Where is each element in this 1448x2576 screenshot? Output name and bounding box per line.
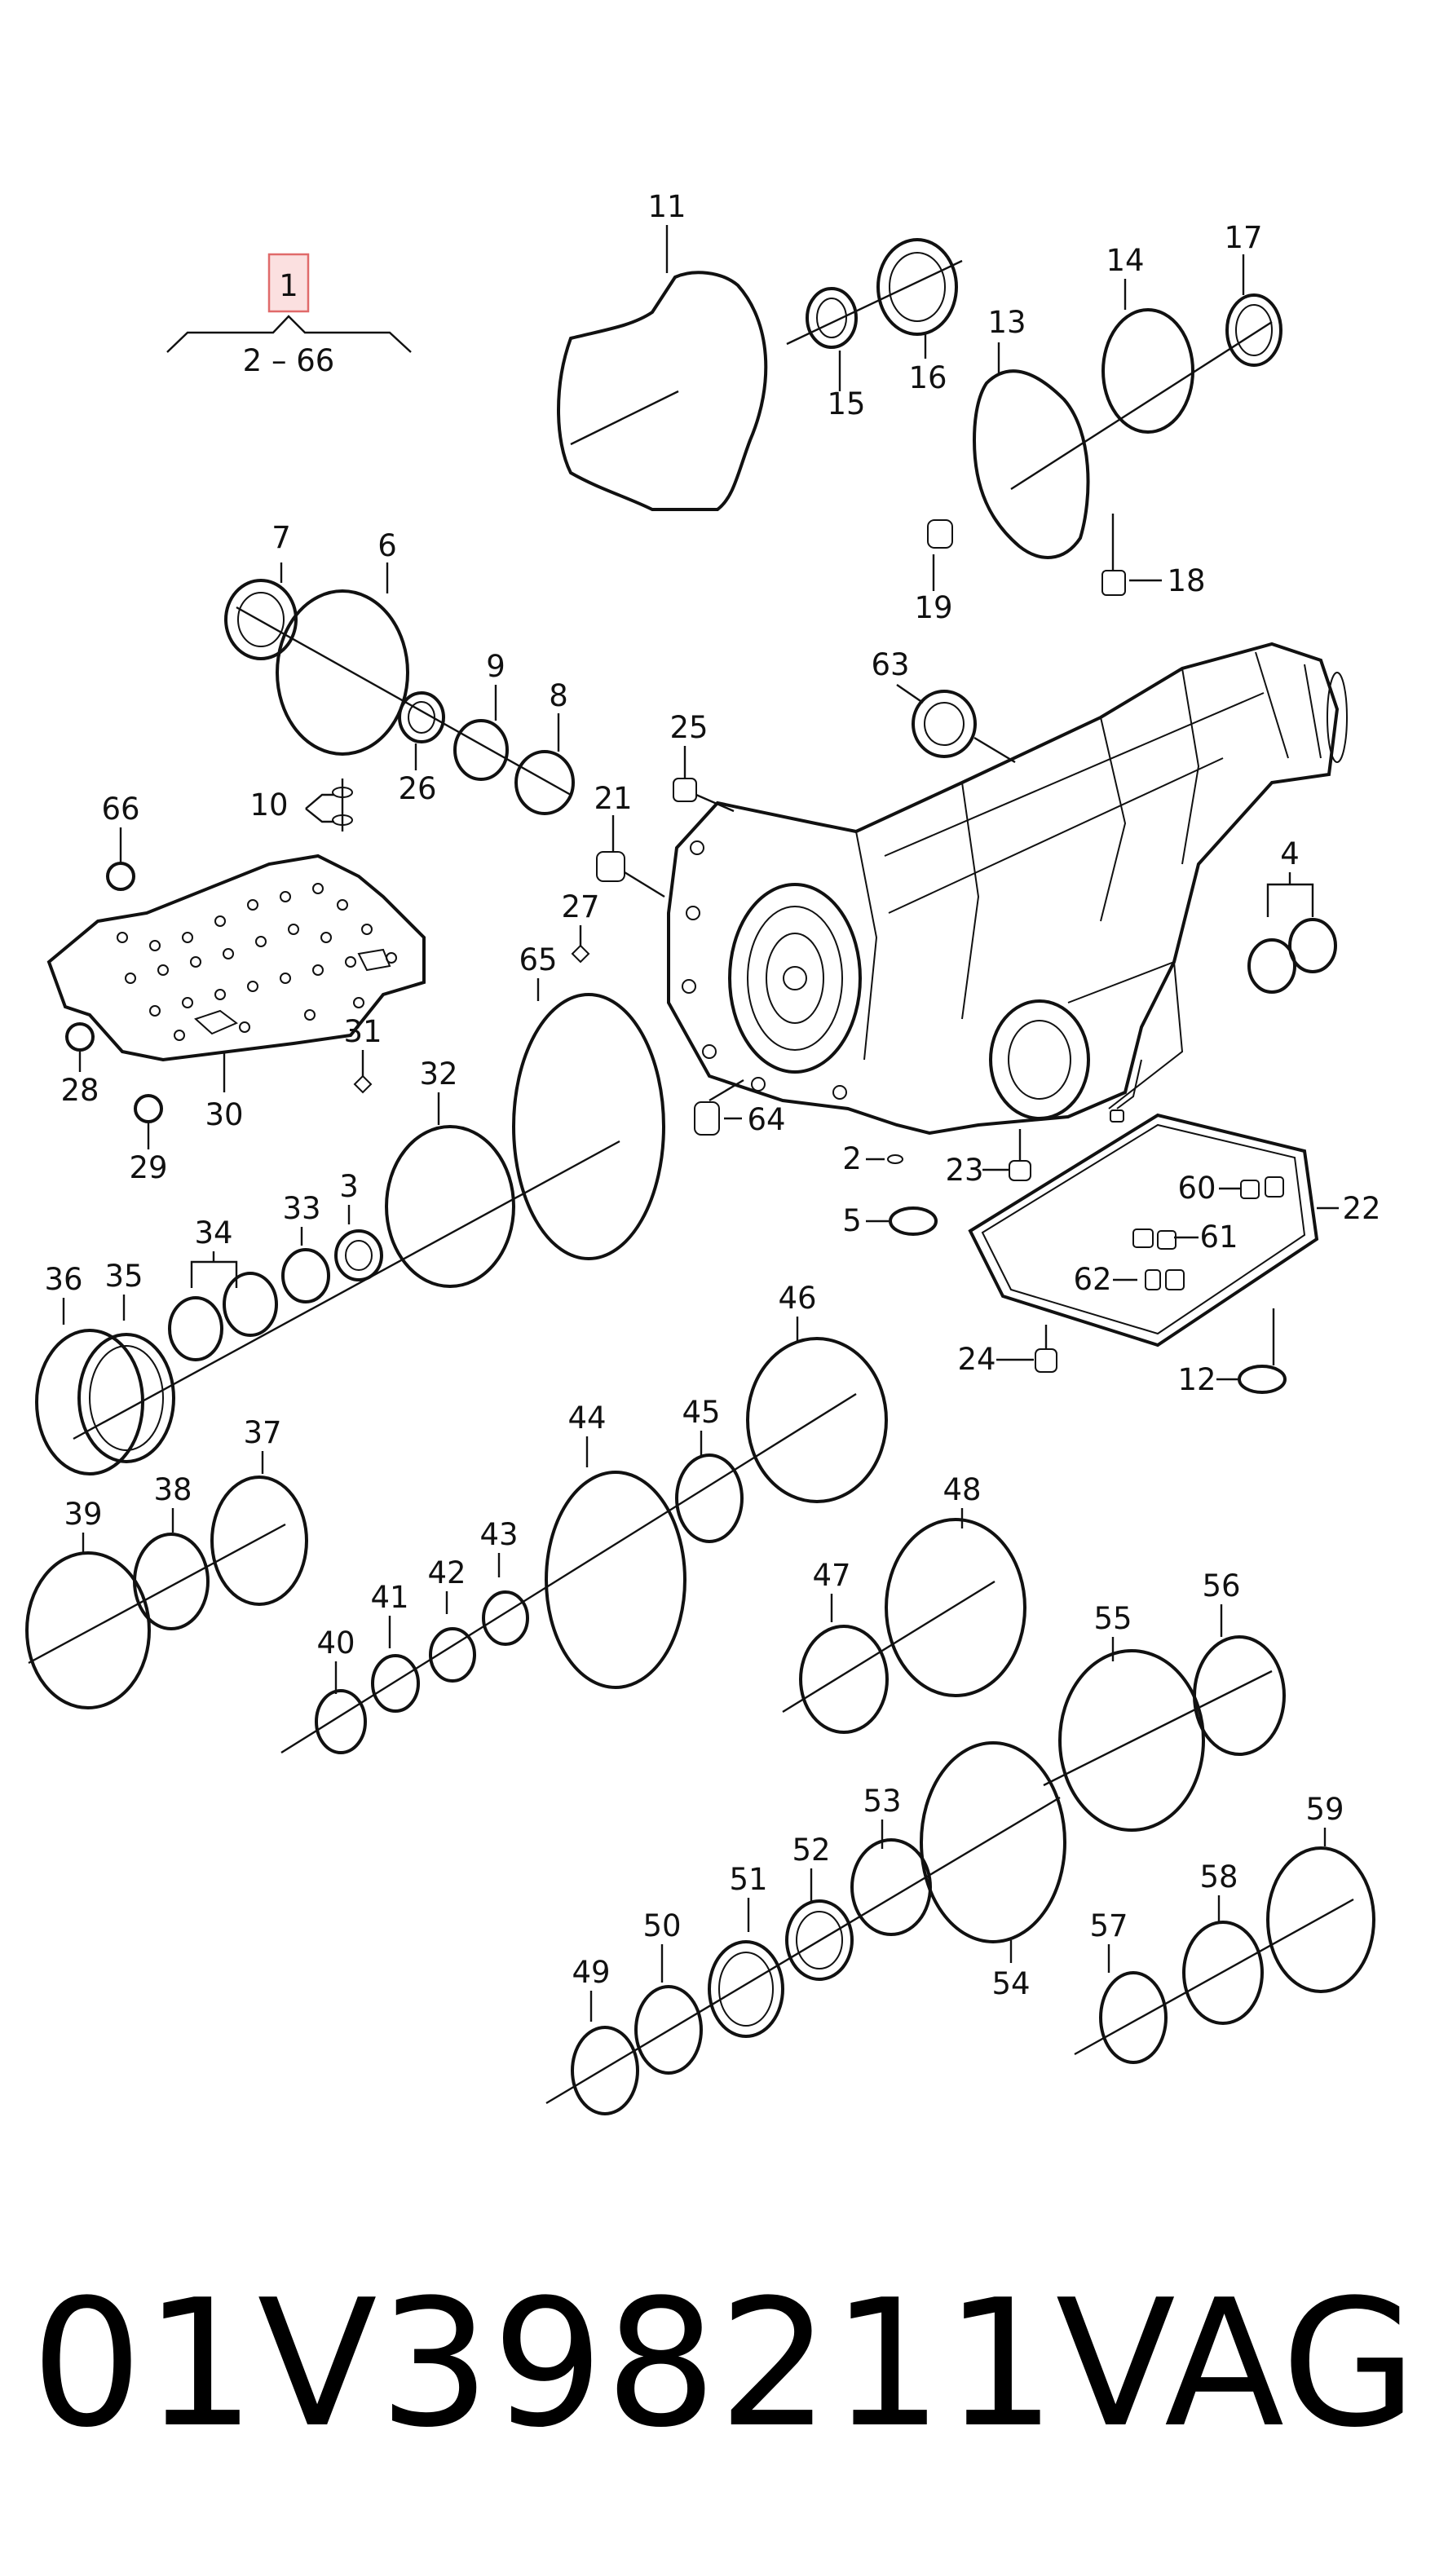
callout-33: 33 [282,1191,320,1226]
callout-52: 52 [792,1833,830,1868]
callout-59: 59 [1305,1792,1344,1827]
callout-6: 6 [377,528,397,563]
callout-29: 29 [129,1150,167,1185]
seal-63: 63 [871,647,1016,764]
callout-46: 46 [778,1281,816,1316]
footer: 01V398211 VAG [0,2266,1448,2462]
callout-28: 28 [60,1073,99,1108]
parts-2-5-23: 2 5 23 [842,1129,1031,1238]
gasket-11: 11 [557,189,768,511]
part-64: 64 [694,1078,786,1137]
callout-7: 7 [272,520,291,555]
callout-5: 5 [842,1203,862,1238]
seal-group-upper-left: 7 6 26 9 8 [224,520,575,815]
callout-42: 42 [427,1555,466,1590]
callout-11: 11 [647,189,686,224]
callout-50: 50 [642,1908,681,1943]
callout-13: 13 [987,305,1026,340]
oil-pan-gasket-22: 22 60 61 62 24 12 [957,1113,1381,1397]
callout-37: 37 [243,1415,281,1450]
callout-65: 65 [519,942,557,977]
plugs-25-21: 25 21 [594,710,735,898]
ring-row-47-48: 48 47 [782,1472,1026,1734]
ring-row-55-56: 55 56 [1043,1568,1286,1832]
exploded-parts-diagram: 1 2 – 66 11 15 16 13 14 17 19 [25,189,1381,2115]
ring-row-49-54: 53 52 51 50 49 54 [545,1741,1066,2115]
callout-18: 18 [1167,563,1205,598]
callout-60: 60 [1177,1171,1216,1206]
callout-57: 57 [1089,1908,1128,1943]
seal-15-16: 15 16 [786,238,963,421]
callout-14: 14 [1106,243,1144,278]
callout-24: 24 [957,1342,996,1377]
callout-10: 10 [249,787,288,823]
callout-53: 53 [863,1784,901,1819]
callout-35: 35 [104,1259,143,1294]
callout-40: 40 [316,1625,355,1661]
callout-63: 63 [871,647,909,682]
callout-23: 23 [945,1153,983,1188]
callout-4: 4 [1280,836,1300,871]
callout-16: 16 [908,360,947,395]
snap-rings-4: 4 [1247,836,1337,994]
callout-31: 31 [343,1014,382,1049]
callout-9: 9 [486,649,505,684]
callout-27: 27 [561,889,599,924]
callout-25: 25 [669,710,708,745]
callout-22: 22 [1342,1191,1380,1226]
callout-44: 44 [567,1400,606,1436]
transmission-housing [667,642,1348,1136]
callout-64: 64 [747,1102,785,1137]
callout-36: 36 [44,1262,82,1297]
brand-name: VAG [1055,2261,1417,2466]
callout-54: 54 [991,1966,1030,2001]
callout-61: 61 [1199,1220,1238,1255]
header-callout: 1 2 – 66 [166,253,412,378]
part-number: 01V398211 [31,2261,1058,2466]
gasket-13: 13 14 17 19 18 [914,220,1282,625]
callout-58: 58 [1199,1859,1238,1895]
callout-56: 56 [1202,1568,1240,1603]
separator-plate-30: 30 66 28 29 27 31 [46,792,600,1185]
part-10: 10 [249,779,353,831]
highlight-box [267,253,310,313]
callout-19: 19 [914,590,952,625]
callout-1: 1 [279,268,298,303]
callout-21: 21 [594,781,632,816]
callout-30: 30 [205,1097,243,1132]
callout-32: 32 [419,1056,457,1092]
ring-row-40-46: 46 45 44 43 42 41 40 [280,1281,888,1754]
callout-17: 17 [1224,220,1262,255]
ring-row-37-39: 37 38 39 [25,1415,308,1709]
callout-45: 45 [682,1395,720,1430]
callout-48: 48 [943,1472,981,1507]
callout-range: 2 – 66 [243,343,335,378]
callout-55: 55 [1093,1601,1132,1636]
callout-47: 47 [812,1558,850,1593]
callout-38: 38 [153,1472,192,1507]
callout-62: 62 [1073,1262,1111,1297]
callout-12: 12 [1177,1362,1216,1397]
ring-row-57-59: 59 58 57 [1074,1792,1375,2064]
callout-3: 3 [339,1169,359,1204]
callout-49: 49 [572,1955,610,1990]
callout-15: 15 [827,386,865,421]
callout-41: 41 [370,1580,408,1615]
callout-51: 51 [729,1862,767,1897]
callout-8: 8 [549,678,568,713]
callout-26: 26 [398,771,436,806]
callout-39: 39 [64,1497,102,1532]
callout-43: 43 [479,1517,518,1552]
callout-66: 66 [101,792,139,827]
callout-2: 2 [842,1141,862,1176]
ring-row-65-36: 65 32 3 33 34 35 36 [35,942,665,1475]
callout-34: 34 [194,1215,232,1251]
